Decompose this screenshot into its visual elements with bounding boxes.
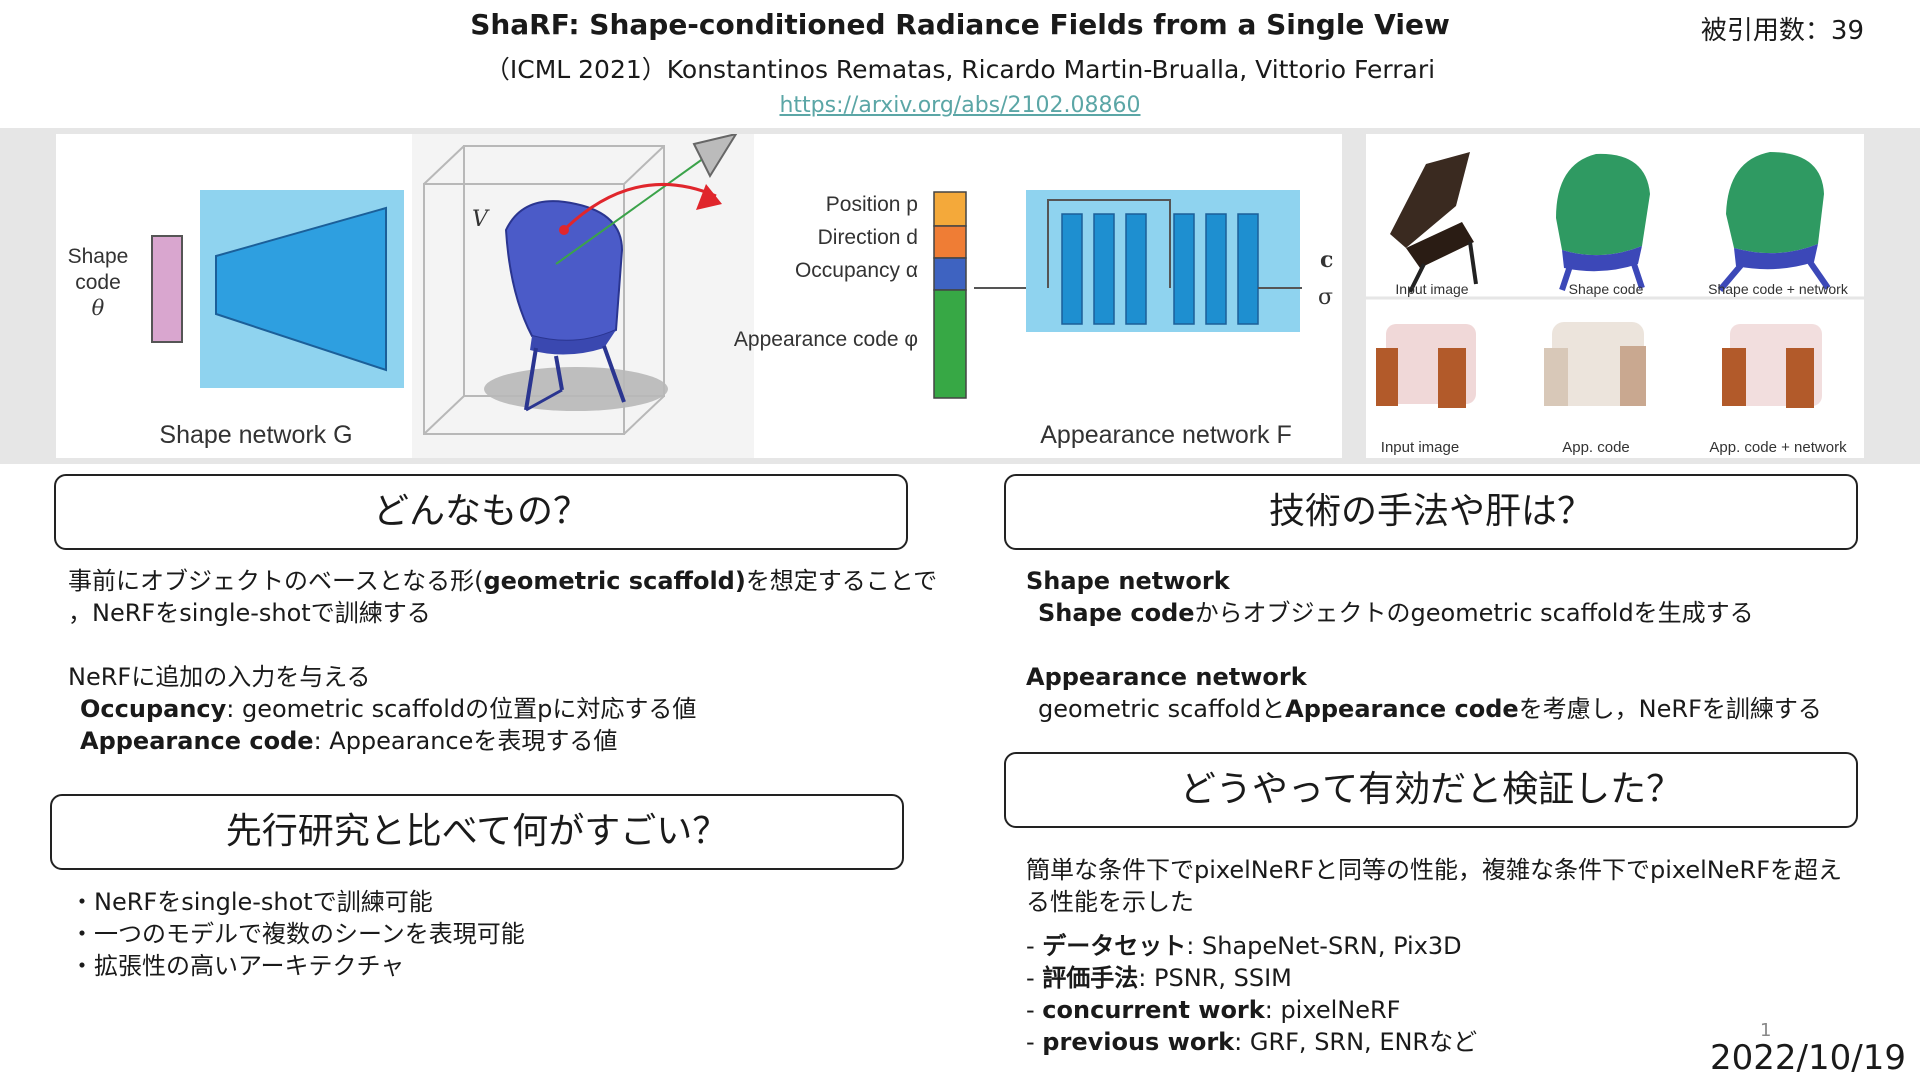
method-s1-desc: Shape codeからオブジェクトのgeometric scaffoldを生成… [1038, 599, 1754, 627]
output-c: c [1320, 247, 1333, 273]
shape-code-label-1: Shape [68, 245, 129, 268]
output-sigma: σ [1318, 285, 1333, 310]
novelty-heading: 先行研究と比べて何がすごい？ [225, 811, 729, 852]
shape-code-chair-image [1556, 153, 1650, 291]
validation-item-concurrent: - concurrent work: pixelNeRF [1026, 996, 1401, 1024]
paper-authors: （ICML 2021）Konstantinos Rematas, Ricardo… [484, 55, 1436, 84]
method-s2-desc: geometric scaffoldとAppearance codeを考慮し，N… [1038, 695, 1822, 723]
direction-label: Direction d [818, 226, 918, 249]
appearance-code-label: Appearance code φ [734, 328, 918, 351]
architecture-figure: Shape code θ Shape network G V Position … [56, 134, 1342, 458]
validation-line-2: る性能を示した [1026, 888, 1194, 916]
app-code-armchair-image [1544, 322, 1646, 406]
validation-heading: どうやって有効だと検証した？ [1179, 769, 1683, 810]
input-chair-image [1390, 152, 1478, 293]
shape-code-bar [151, 235, 183, 343]
novelty-item: ・一つのモデルで複数のシーンを表現可能 [70, 920, 525, 948]
caption-r2-c3: App. code + network [1709, 439, 1847, 456]
what-line-5: Appearance code: Appearanceを表現する値 [80, 727, 618, 755]
citation-count: 被引用数：39 [1700, 16, 1864, 46]
method-s2-title: Appearance network [1026, 663, 1307, 691]
arxiv-link[interactable]: https://arxiv.org/abs/2102.08860 [779, 93, 1141, 118]
camera-icon [692, 134, 738, 179]
validation-body: 簡単な条件下でpixelNeRFと同等の性能，複雑な条件下でpixelNeRFを… [1026, 854, 1842, 1058]
camera-ray [555, 147, 719, 265]
validation-item-previous: - previous work: GRF, SRN, ENRなど [1026, 1028, 1478, 1056]
caption-r1-c1: Input image [1395, 281, 1468, 297]
shape-code-label-3: θ [92, 296, 105, 320]
paper-title: ShaRF: Shape-conditioned Radiance Fields… [470, 8, 1450, 41]
caption-r1-c3: Shape code + network [1708, 281, 1849, 297]
caption-r1-c2: Shape code [1569, 281, 1644, 297]
method-body: Shape network Shape codeからオブジェクトのgeometr… [1026, 565, 1822, 725]
validation-item-dataset: - データセット: ShapeNet-SRN, Pix3D [1026, 932, 1462, 960]
bounding-cube [423, 145, 665, 435]
sample-point [559, 225, 569, 235]
validation-line-1: 簡単な条件下でpixelNeRFと同等の性能，複雑な条件下でpixelNeRFを… [1026, 856, 1842, 884]
novelty-item: ・NeRFをsingle-shotで訓練可能 [70, 888, 433, 916]
novelty-list: ・NeRFをsingle-shotで訓練可能 ・一つのモデルで複数のシーンを表現… [70, 886, 525, 982]
caption-r2-c1: Input image [1381, 439, 1459, 456]
occupancy-label: Occupancy α [795, 259, 918, 282]
sample-arrow [564, 182, 717, 230]
what-heading-box: どんなもの？ [54, 474, 908, 550]
input-vector [933, 191, 967, 399]
novelty-heading-box: 先行研究と比べて何がすごい？ [50, 794, 904, 870]
skip-connection [1047, 199, 1171, 288]
chair-shadow [484, 367, 668, 411]
results-grid: Input image Shape code Shape code + netw… [1366, 134, 1864, 458]
what-heading: どんなもの？ [372, 491, 589, 532]
what-line-2: ，NeRFをsingle-shotで訓練する [68, 599, 431, 627]
appearance-network-label: Appearance network F [1040, 421, 1292, 449]
validation-item-metrics: - 評価手法: PSNR, SSIM [1026, 964, 1292, 992]
slide-date: 2022/10/19 [1710, 1038, 1906, 1078]
sample-arrowhead [696, 184, 722, 210]
what-line-1: 事前にオブジェクトのベースとなる形(geometric scaffold)を想定… [68, 567, 938, 595]
what-body: 事前にオブジェクトのベースとなる形(geometric scaffold)を想定… [68, 565, 937, 757]
appearance-network-layers [1061, 213, 1259, 325]
input-armchair-image [1376, 324, 1476, 408]
novelty-item: ・拡張性の高いアーキテクチャ [70, 952, 405, 980]
page-number: 1 [1760, 1020, 1772, 1041]
shape-network-label: Shape network G [159, 421, 352, 449]
shape-network-decoder [215, 206, 387, 372]
what-line-3: NeRFに追加の入力を与える [68, 663, 371, 691]
validation-heading-box: どうやって有効だと検証した？ [1004, 752, 1858, 828]
voxel-chair [504, 200, 626, 412]
shape-code-label-2: code [75, 271, 121, 294]
shape-network-chair-image [1717, 152, 1831, 292]
caption-r2-c2: App. code [1562, 439, 1630, 456]
method-s1-title: Shape network [1026, 567, 1230, 595]
method-heading-box: 技術の手法や肝は？ [1004, 474, 1858, 550]
app-network-armchair-image [1722, 324, 1822, 408]
what-line-4: Occupancy: geometric scaffoldの位置pに対応する値 [80, 695, 697, 723]
position-label: Position p [826, 193, 918, 216]
method-heading: 技術の手法や肝は？ [1268, 491, 1593, 532]
volume-label: V [472, 207, 490, 232]
